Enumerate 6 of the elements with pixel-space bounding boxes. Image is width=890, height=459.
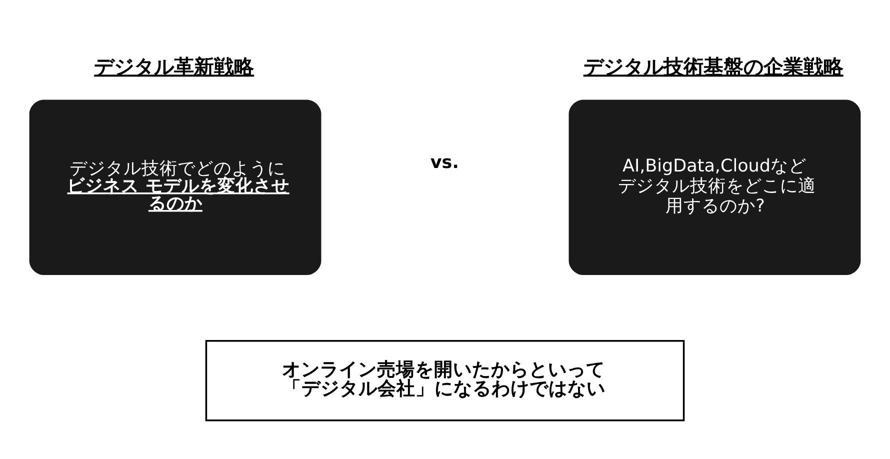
node-box: デジタル技術でどのようにビジネス モデルを変化させるのか bbox=[29, 99, 322, 274]
node-label: デジタル革新戦略 bbox=[94, 55, 254, 78]
node-label: デジタル技術基盤の企業戦略 bbox=[583, 55, 844, 78]
node-box: オンライン売場を開いたからといって「デジタル会社」になるわけではない bbox=[205, 340, 685, 421]
label: vs. bbox=[430, 152, 459, 173]
node-box: AI,BigData,Cloudなどデジタル技術をどこに適用するのか? bbox=[568, 99, 861, 274]
